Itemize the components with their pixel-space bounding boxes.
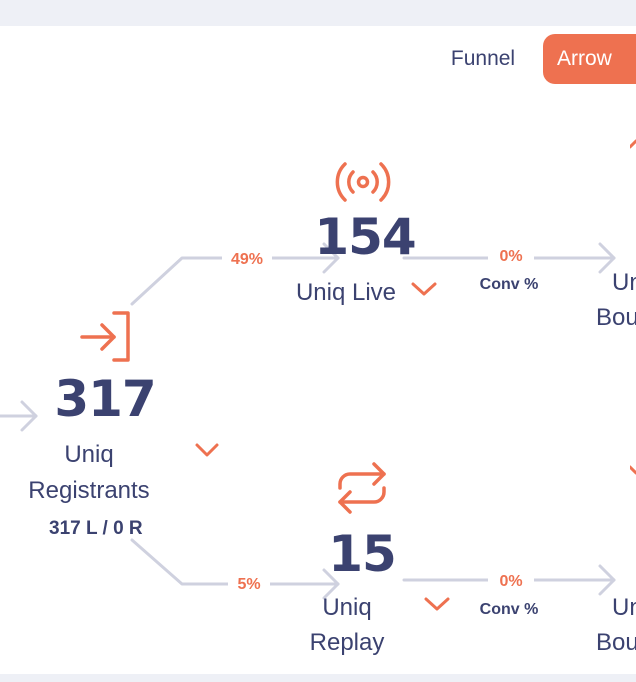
replay-conversion-percentage: 0%	[488, 573, 534, 591]
enter-icon	[78, 310, 134, 369]
replay-label-line1: Uniq	[322, 594, 372, 621]
right-bottom-node-label-line1: Un	[612, 594, 636, 621]
replay-label-line2: Replay	[309, 629, 385, 656]
registrants-breakdown: 317 L / 0 R	[49, 518, 143, 539]
live-expand-chevron-icon[interactable]	[410, 281, 438, 302]
live-percentage: 49%	[222, 251, 272, 269]
replay-conversion-label: Conv %	[479, 601, 539, 618]
live-conversion-percentage: 0%	[488, 248, 534, 266]
broadcast-icon	[334, 158, 392, 211]
replay-expand-chevron-icon[interactable]	[423, 596, 451, 617]
right-bottom-node-label-line2: Bou	[596, 629, 636, 656]
right-top-node-label-line2: Bou	[596, 304, 636, 331]
flow-panel	[0, 26, 636, 674]
registrants-expand-chevron-icon[interactable]	[194, 442, 220, 463]
registrants-count: 317	[54, 370, 156, 428]
repeat-icon	[334, 460, 390, 521]
arrow-view-button[interactable]: Arrow	[543, 34, 636, 84]
right-bottom-node-icon-fragment	[628, 462, 636, 480]
replay-count: 15	[328, 525, 397, 583]
funnel-view-button[interactable]: Funnel	[450, 47, 516, 70]
registrants-label-line1: Uniq	[64, 441, 114, 468]
live-count: 154	[314, 208, 416, 266]
live-conversion-label: Conv %	[479, 276, 539, 293]
live-label: Uniq Live	[295, 279, 397, 306]
right-top-node-label-line1: Un	[612, 269, 636, 296]
registrants-label-line2: Registrants	[28, 477, 150, 504]
replay-percentage: 5%	[228, 576, 270, 594]
right-top-node-icon-fragment	[628, 136, 636, 154]
